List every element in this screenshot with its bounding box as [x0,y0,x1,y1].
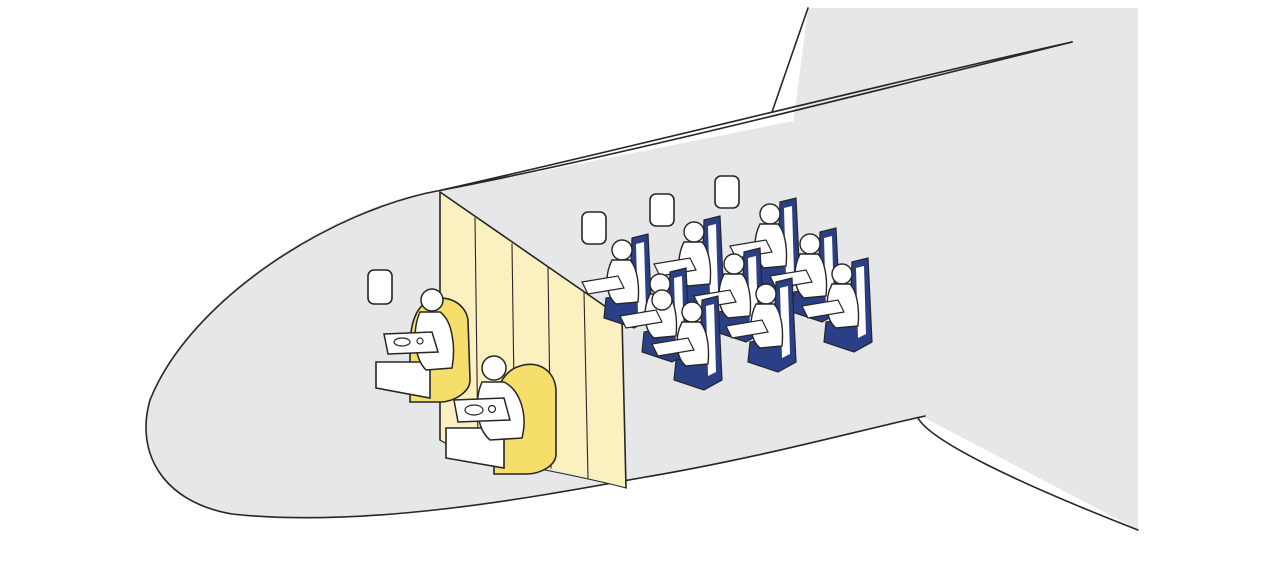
economy-passenger-head [799,233,821,255]
economy-passenger-body [826,283,860,329]
wing-edge [917,417,1139,531]
economy-passenger-body [750,303,784,349]
fuselage-outline-top [149,41,1073,401]
economy-passenger-body [676,321,710,367]
economy-cabin [581,197,873,391]
economy-passenger-body [794,253,828,299]
meal-tray-2 [453,397,511,423]
economy-passenger-head [683,221,705,243]
economy-meal-tray [801,299,845,319]
tail-fin-edge [771,7,809,113]
economy-passenger-body [754,223,788,269]
economy-meal-tray [651,337,695,357]
economy-passenger-head [651,289,673,311]
economy-passenger-body [678,241,712,287]
economy-meal-tray [619,309,663,329]
business-window [367,269,393,305]
economy-meal-tray [581,275,625,295]
economy-passenger-body [718,273,752,319]
economy-meal-tray [725,319,769,339]
economy-passenger-head [755,283,777,305]
economy-passenger-head [831,263,853,285]
economy-passenger-head [611,239,633,261]
economy-passenger-head [759,203,781,225]
fuselage-outline-bottom [145,399,926,519]
economy-window-2 [649,193,675,227]
fuselage-cut-top [441,41,1073,191]
economy-passenger-head [681,301,703,323]
economy-window-1 [581,211,607,245]
economy-passenger-body [606,259,640,305]
economy-window-3 [714,175,740,209]
economy-passenger-head [723,253,745,275]
meal-tray-1 [383,331,439,355]
